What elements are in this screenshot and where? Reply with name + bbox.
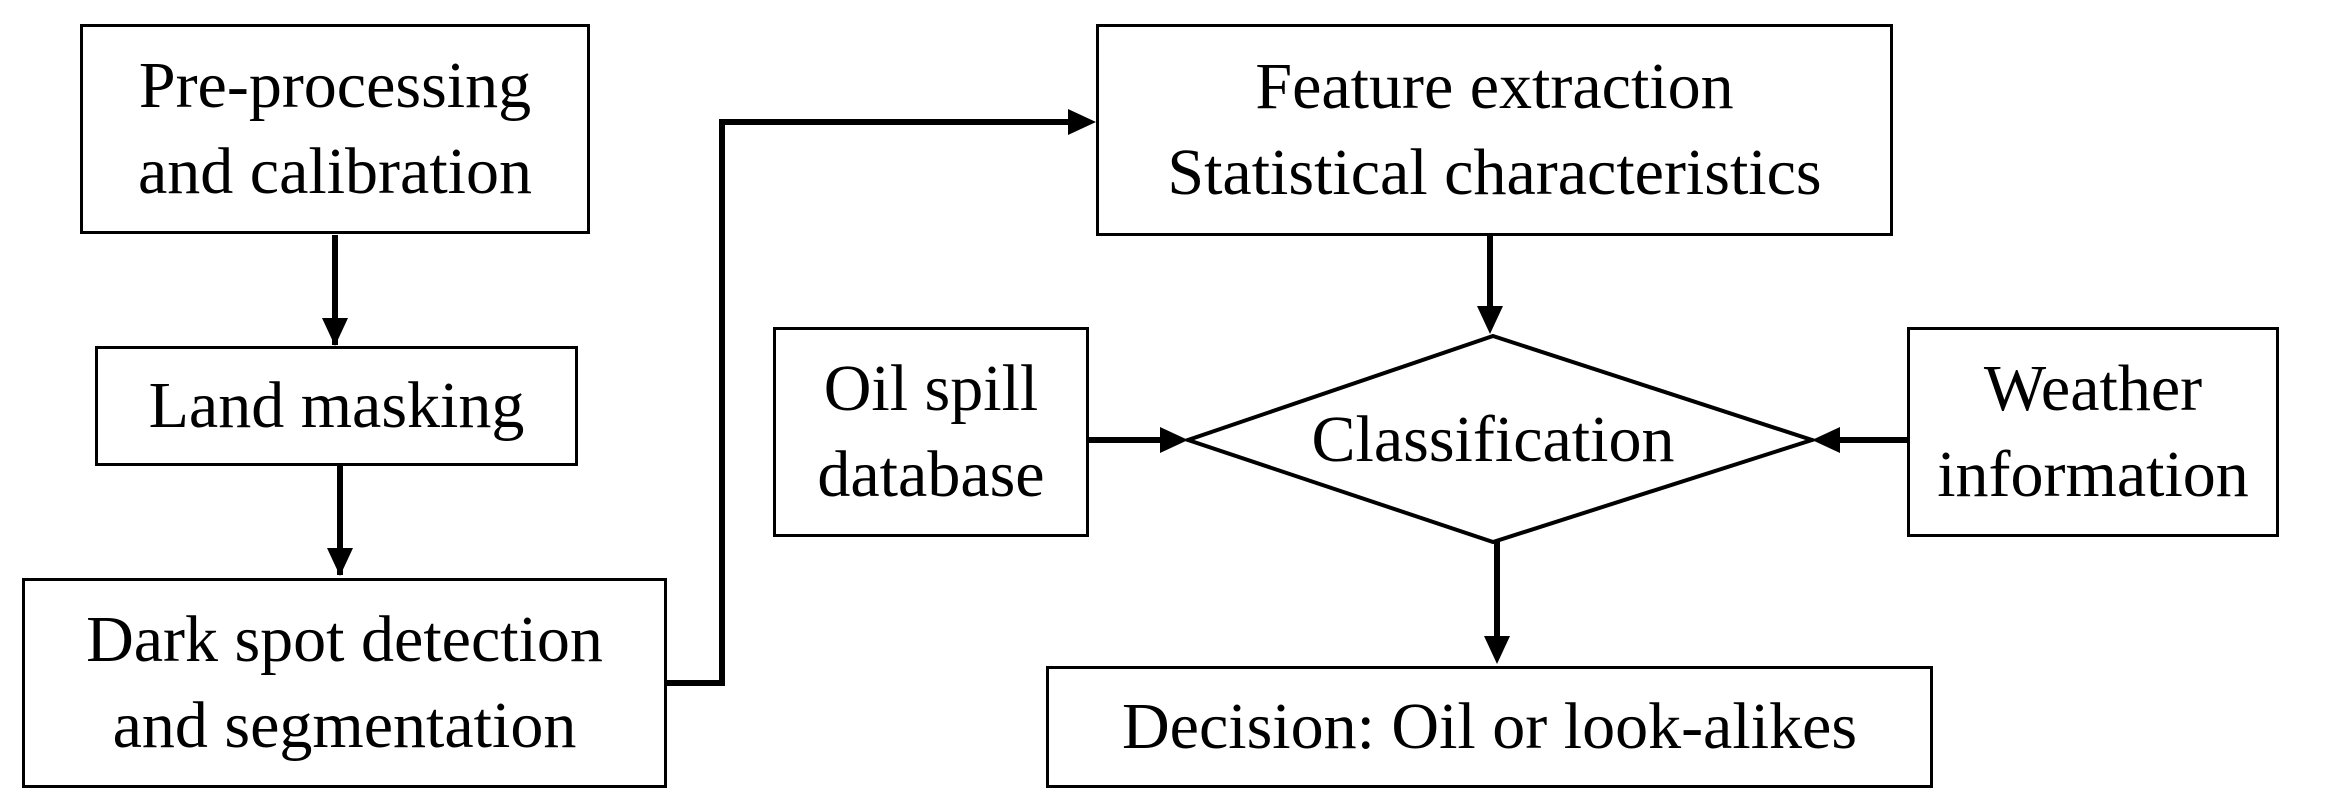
decision-label: Decision: Oil or look-alikes	[1121, 690, 1858, 763]
arrowhead-dark-spot	[327, 548, 353, 576]
arrowhead-classification-right	[1812, 427, 1840, 453]
arrowhead-classification-left	[1160, 427, 1188, 453]
arrowhead-decision	[1484, 636, 1510, 664]
dark-spot-line2: and segmentation	[112, 689, 577, 762]
feature-extraction-box: Feature extraction Statistical character…	[1096, 24, 1893, 236]
oil-spill-db-line2: database	[817, 438, 1045, 511]
dark-spot-line1: Dark spot detection	[86, 603, 603, 676]
oil-spill-db-box: Oil spill database	[773, 327, 1089, 537]
preprocessing-box: Pre-processing and calibration	[80, 24, 590, 234]
weather-line1: Weather	[1983, 352, 2203, 425]
arrow-dark-spot-to-feature-extraction	[665, 119, 1068, 686]
land-masking-box: Land masking	[95, 346, 578, 466]
feature-extraction-line1: Feature extraction	[1255, 50, 1734, 123]
weather-box: Weather information	[1907, 327, 2279, 537]
arrowhead-feature-extraction	[1068, 109, 1096, 135]
preprocessing-line1: Pre-processing	[138, 49, 532, 122]
decision-box: Decision: Oil or look-alikes	[1046, 666, 1933, 788]
arrowhead-land-masking	[322, 318, 348, 346]
dark-spot-box: Dark spot detection and segmentation	[22, 578, 667, 788]
classification-label: Classification	[1311, 403, 1675, 476]
oil-spill-db-line1: Oil spill	[823, 352, 1039, 425]
land-masking-label: Land masking	[148, 369, 525, 442]
weather-line2: information	[1937, 438, 2249, 511]
preprocessing-line2: and calibration	[137, 135, 532, 208]
feature-extraction-line2: Statistical characteristics	[1167, 136, 1822, 209]
arrowhead-classification-top	[1477, 306, 1503, 334]
classification-diamond	[1181, 333, 1819, 545]
